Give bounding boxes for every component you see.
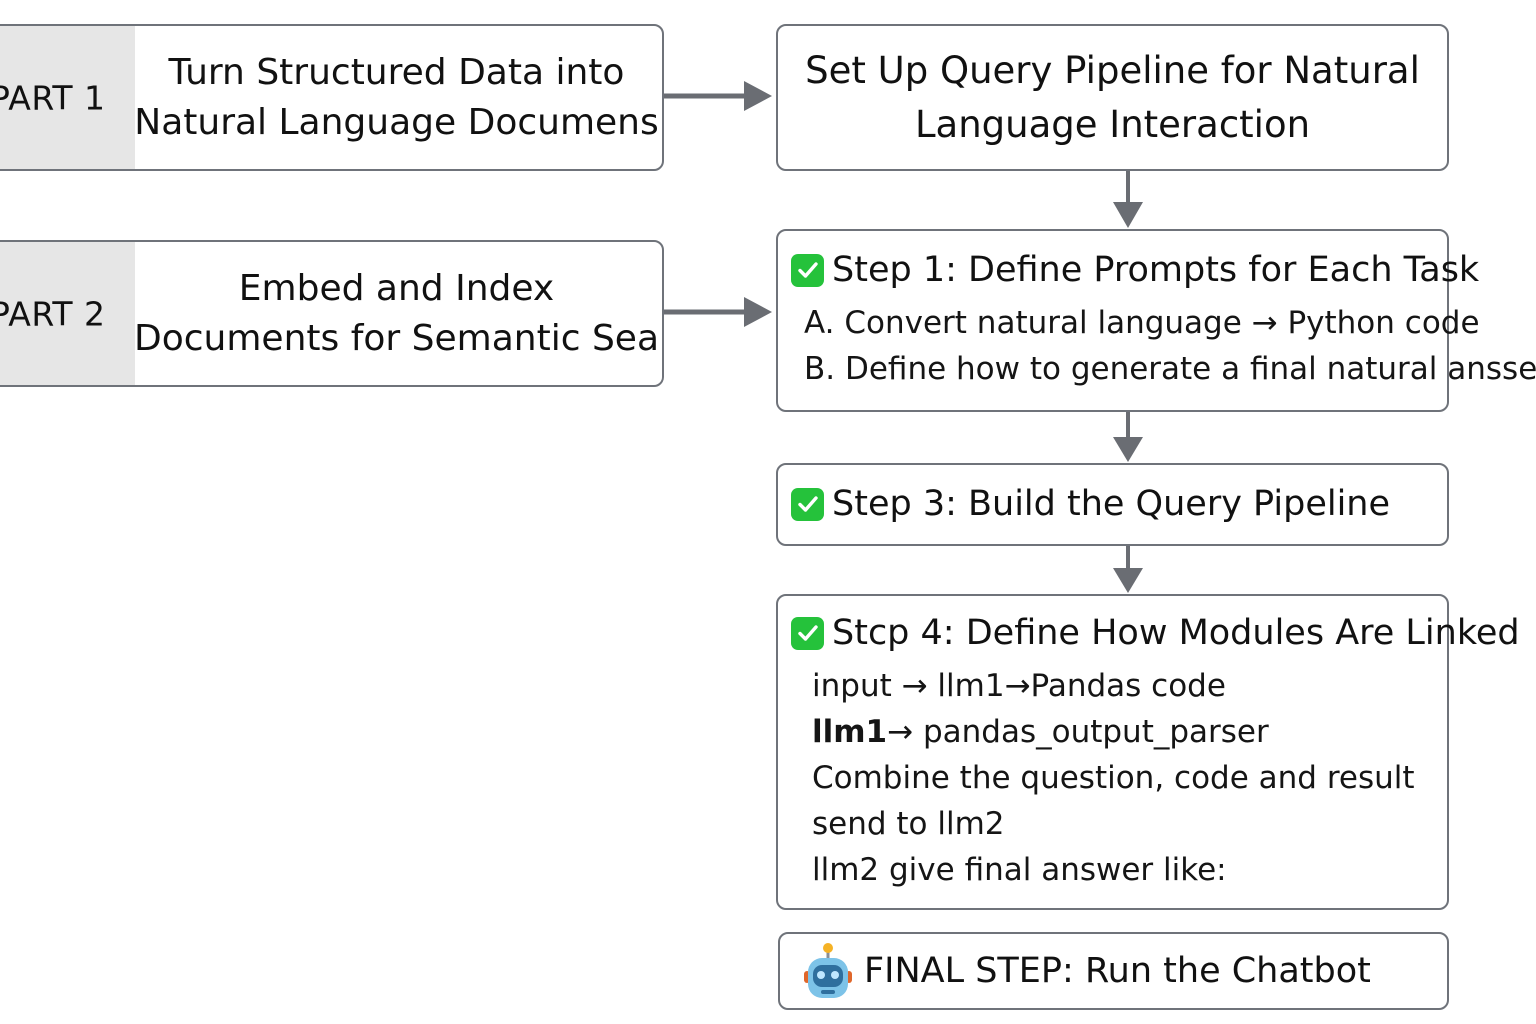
query-pipeline-title-box: Set Up Query Pipeline for Natural Langua…: [776, 24, 1449, 171]
step4-line-2: llm1→ pandas_output_parser: [812, 714, 1269, 750]
step1-box: [776, 229, 1449, 412]
step4-line-4: send to llm2: [812, 806, 1005, 842]
part1-tag-label: PART 1: [0, 78, 106, 117]
arrow-part2-to-step1: [664, 297, 772, 327]
part1-line-2: Natural Language Documens: [135, 101, 658, 143]
part2-line-1: Embed and Index: [238, 267, 555, 309]
step4-line-2-bold: llm1: [812, 714, 888, 750]
check-mark-button-icon: [791, 487, 824, 521]
part1-box: PART 1 Turn Structured Data into Natural…: [0, 24, 664, 171]
arrow-part1-to-pipeline: [664, 81, 772, 111]
arrow-step1-to-step3: [1113, 411, 1143, 462]
check-mark-button-icon: [791, 616, 824, 650]
part1-description: Turn Structured Data into Natural Langua…: [135, 26, 658, 169]
step3-title-text: Step 3: Build the Query Pipeline: [832, 484, 1391, 524]
pipeline-title-line-1: Set Up Query Pipeline for Natural: [805, 48, 1420, 92]
step4-line-3: Combine the question, code and result: [812, 760, 1415, 796]
final-step-label: FINAL STEP: Run the Chatbot: [864, 951, 1371, 991]
part1-tag: PART 1: [0, 26, 135, 169]
part2-description: Embed and Index Documents for Semantic S…: [135, 242, 658, 385]
step4-line-2-rest: → pandas_output_parser: [887, 714, 1269, 750]
pipeline-title-line-2: Language Interaction: [914, 102, 1311, 146]
step1-item-b: B. Define how to generate a final natura…: [804, 351, 1536, 387]
step3-title: Step 3: Build the Query Pipeline: [791, 484, 1390, 524]
check-mark-button-icon: [791, 253, 824, 287]
part1-line-1: Turn Structured Data into: [168, 51, 625, 93]
step4-line-5: llm2 give final answer like:: [812, 852, 1227, 888]
step4-title-text: Stcp 4: Define How Modules Are Linked: [832, 613, 1520, 653]
step4-line-1: input → llm1→Pandas code: [812, 668, 1226, 704]
arrow-step3-to-step4: [1113, 545, 1143, 593]
step1-title-text: Step 1: Define Prompts for Each Task: [832, 250, 1480, 290]
arrow-pipeline-to-step1: [1113, 171, 1143, 228]
step4-box: [776, 594, 1449, 910]
step4-title: Stcp 4: Define How Modules Are Linked: [791, 613, 1520, 653]
part2-box: PART 2 Embed and Index Documents for Sem…: [0, 240, 664, 387]
part2-tag: PART 2: [0, 242, 135, 385]
step1-title: Step 1: Define Prompts for Each Task: [791, 250, 1479, 290]
step3-box: [776, 463, 1449, 546]
step1-item-a: A. Convert natural language → Python cod…: [804, 305, 1480, 341]
robot-icon: [802, 941, 854, 1007]
final-step-box: FINAL STEP: Run the Chatbot: [778, 932, 1449, 1010]
part2-tag-label: PART 2: [0, 294, 106, 333]
part2-line-2: Documents for Semantic Sea: [135, 317, 658, 359]
